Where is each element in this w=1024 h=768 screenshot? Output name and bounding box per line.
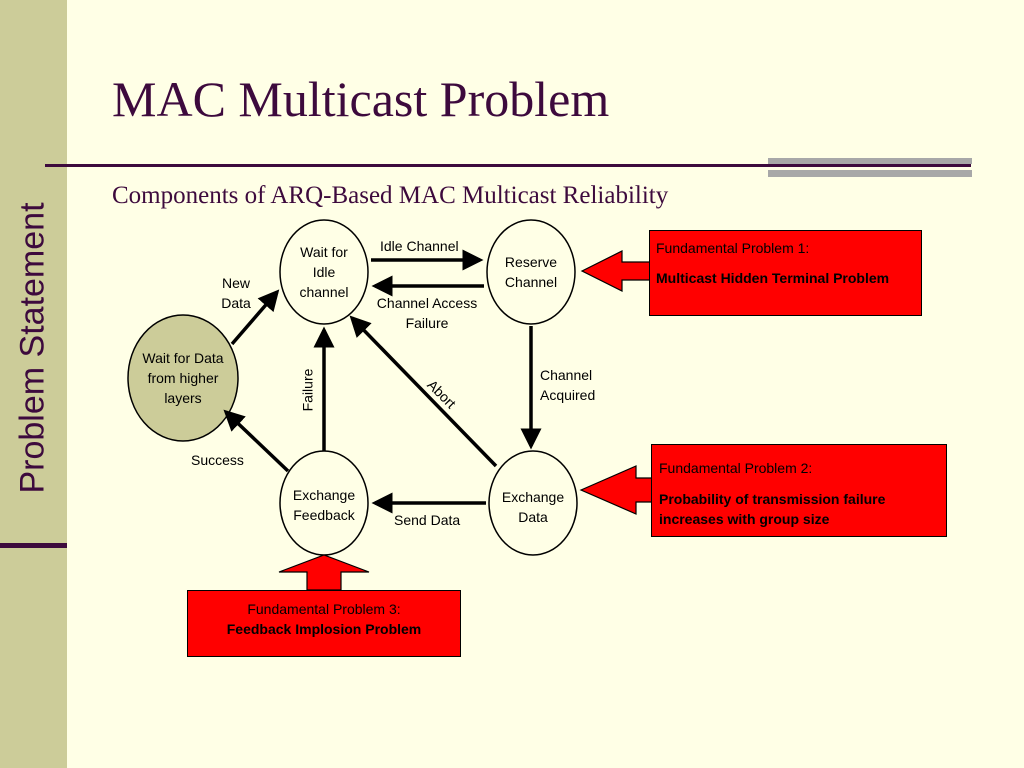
edge-success: [223, 409, 290, 473]
slide-subtitle: Components of ARQ-Based MAC Multicast Re…: [112, 182, 669, 209]
problem-box-2: Fundamental Problem 2: Probability of tr…: [651, 444, 947, 537]
node-exchange-data-shape: [488, 450, 578, 556]
node-reserve: Reserve Channel: [504, 254, 558, 290]
problem-2-heading: Fundamental Problem 2:: [659, 460, 813, 476]
problem-1-detail: Multicast Hidden Terminal Problem: [656, 270, 890, 286]
problem-box-1: Fundamental Problem 1: Multicast Hidden …: [649, 230, 922, 316]
sidebar-accent-bar: [0, 543, 67, 548]
edge-abort: [349, 315, 498, 468]
problem-1-heading: Fundamental Problem 1:: [656, 240, 810, 256]
title-rule: [45, 164, 971, 167]
node-wait-idle: Wait for Idle channel: [299, 244, 349, 300]
problem-3-detail: Feedback Implosion Problem: [226, 621, 422, 637]
title-rule-gray-bottom: [768, 170, 972, 177]
node-exchange-feedback: Exchange Feedback: [292, 487, 356, 523]
edge-label-channel-access-failure: Channel Access Failure: [376, 295, 478, 331]
edge-label-idle-channel: Idle Channel: [380, 238, 459, 254]
block-arrow-problem-3: [278, 554, 370, 591]
node-wait-idle-shape: [279, 219, 369, 325]
title-rule-gray-top: [768, 158, 972, 164]
block-arrow-problem-2: [579, 465, 653, 515]
problem-3-heading: Fundamental Problem 3:: [247, 601, 401, 617]
edge-label-send-data: Send Data: [394, 512, 461, 528]
edge-label-failure: Failure: [299, 368, 316, 412]
slide-title: MAC Multicast Problem: [112, 71, 610, 127]
problem-2-detail: Probability of transmission failure incr…: [659, 491, 886, 527]
block-arrow-problem-1: [580, 250, 653, 292]
edge-new-data: [230, 289, 280, 346]
node-reserve-shape: [486, 219, 576, 325]
node-wait-data-shape: [127, 314, 239, 442]
sidebar: [0, 0, 67, 768]
node-wait-data: Wait for Data from higher layers: [142, 350, 224, 406]
edge-label-success: Success: [191, 452, 244, 468]
problem-box-3: Fundamental Problem 3: Feedback Implosio…: [187, 590, 461, 657]
node-exchange-data: Exchange Data: [501, 489, 565, 525]
edge-label-new-data: New Data: [221, 275, 251, 311]
edge-label-channel-acquired: Channel Acquired: [540, 367, 596, 403]
